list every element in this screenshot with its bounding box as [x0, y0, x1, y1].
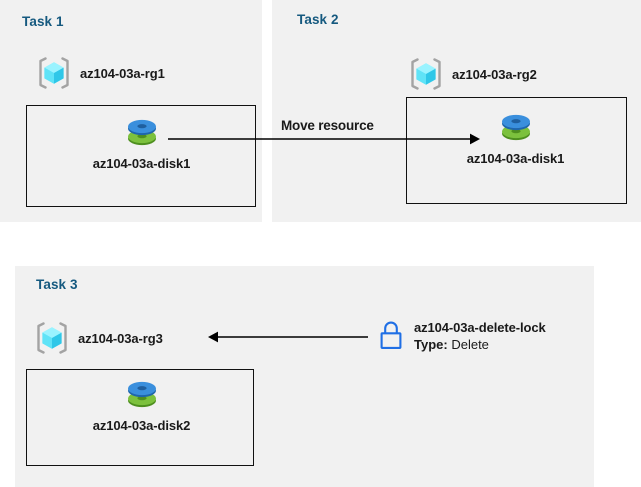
- resource-group-task-3: az104-03a-rg3: [34, 320, 163, 356]
- disk-label-task-3: az104-03a-disk2: [92, 418, 191, 433]
- panel-task-3-title: Task 3: [36, 277, 78, 292]
- azure-disk-icon: [495, 108, 537, 148]
- resource-group-box-task-2: [406, 97, 627, 204]
- delete-lock-type-label: Type:: [414, 337, 452, 353]
- azure-resource-group-icon: [36, 55, 72, 91]
- delete-lock-group: az104-03a-delete-lock Type: Delete: [376, 318, 546, 354]
- lock-icon: [376, 318, 406, 352]
- resource-group-label-task-1: az104-03a-rg1: [80, 65, 165, 81]
- delete-lock-type-line: Type: Delete: [414, 337, 546, 353]
- connector-move-resource: [168, 133, 480, 145]
- disk-resource-task-1: az104-03a-disk1: [54, 113, 229, 171]
- panel-task-2-title: Task 2: [297, 12, 339, 27]
- resource-group-task-2: az104-03a-rg2: [408, 56, 537, 92]
- delete-lock-name: az104-03a-delete-lock: [414, 320, 546, 335]
- resource-group-box-task-3: [26, 369, 254, 466]
- disk-resource-task-2: az104-03a-disk1: [428, 108, 603, 166]
- resource-group-label-task-3: az104-03a-rg3: [78, 330, 163, 346]
- delete-lock-text: az104-03a-delete-lock Type: Delete: [414, 318, 546, 354]
- panel-task-1-title: Task 1: [22, 14, 64, 29]
- azure-resource-group-icon: [408, 56, 444, 92]
- azure-disk-icon: [121, 113, 163, 153]
- disk-label-task-1: az104-03a-disk1: [92, 156, 191, 171]
- connector-apply-lock: [208, 331, 368, 343]
- resource-group-task-1: az104-03a-rg1: [36, 55, 165, 91]
- azure-resource-group-icon: [34, 320, 70, 356]
- connector-move-resource-label: Move resource: [281, 118, 374, 133]
- disk-label-task-2: az104-03a-disk1: [466, 151, 565, 166]
- azure-disk-icon: [121, 375, 163, 415]
- delete-lock-type-value: Delete: [451, 337, 489, 353]
- resource-group-label-task-2: az104-03a-rg2: [452, 66, 537, 82]
- disk-resource-task-3: az104-03a-disk2: [54, 375, 229, 433]
